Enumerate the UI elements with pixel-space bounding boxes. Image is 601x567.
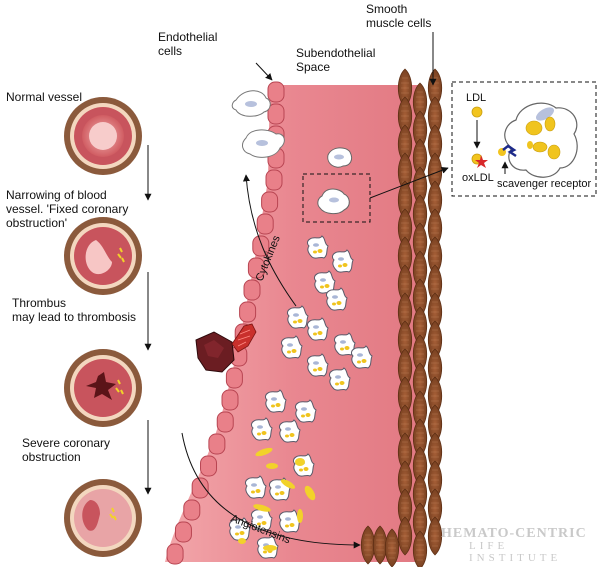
normal-vessel-label: Normal vessel bbox=[6, 90, 83, 104]
smooth-muscle-cell bbox=[427, 516, 443, 556]
endothelial-cell bbox=[183, 499, 201, 521]
inset-panel bbox=[451, 81, 597, 197]
endothelial-cell bbox=[166, 543, 184, 565]
endothelial-cell bbox=[208, 433, 226, 455]
thrombus-icon bbox=[195, 323, 257, 373]
endothelial-cell bbox=[239, 301, 257, 323]
smooth-muscle-cells bbox=[397, 68, 443, 567]
endothelial-cell bbox=[247, 257, 265, 279]
endothelial-cell bbox=[221, 389, 239, 411]
monocytes bbox=[231, 90, 285, 158]
endothelial-cell bbox=[216, 411, 234, 433]
endothelial-cell bbox=[265, 169, 283, 191]
endothelial-cell bbox=[252, 235, 270, 257]
ldl-particle bbox=[471, 106, 483, 118]
cytokines-arrow bbox=[242, 174, 297, 307]
endothelial-cell bbox=[267, 103, 285, 125]
endothelial-cell bbox=[267, 81, 285, 103]
scavenger-receptor-label: scavenger receptor bbox=[497, 178, 592, 190]
zoom-connector bbox=[369, 166, 449, 199]
oxldl-label: oxLDL bbox=[462, 172, 494, 184]
endothelial-cell bbox=[200, 455, 218, 477]
endothelial-cell bbox=[256, 213, 274, 235]
lipid-deposits bbox=[238, 447, 316, 551]
smooth-muscle-cells-lower bbox=[360, 525, 400, 567]
angiotensins-arrow bbox=[181, 432, 361, 549]
endothelial-cell bbox=[174, 521, 192, 543]
endothelial-cell bbox=[225, 367, 243, 389]
vessel-severe-icon bbox=[64, 479, 142, 557]
subendothelial-monocytes bbox=[317, 147, 353, 215]
vessel-narrowing-icon bbox=[64, 217, 142, 295]
endothelial-cell bbox=[243, 279, 261, 301]
endothelial-pointer bbox=[255, 62, 273, 81]
watermark: HEMATO-CENTRIC LIFE INSTITUTE bbox=[441, 526, 587, 564]
vessel-thrombus-icon bbox=[64, 349, 142, 427]
endothelial-cells bbox=[166, 81, 285, 565]
endothelial-cell bbox=[261, 191, 279, 213]
ldl-label: LDL bbox=[466, 92, 487, 104]
vessel-normal-icon bbox=[64, 97, 142, 175]
endothelial-cell bbox=[191, 477, 209, 499]
